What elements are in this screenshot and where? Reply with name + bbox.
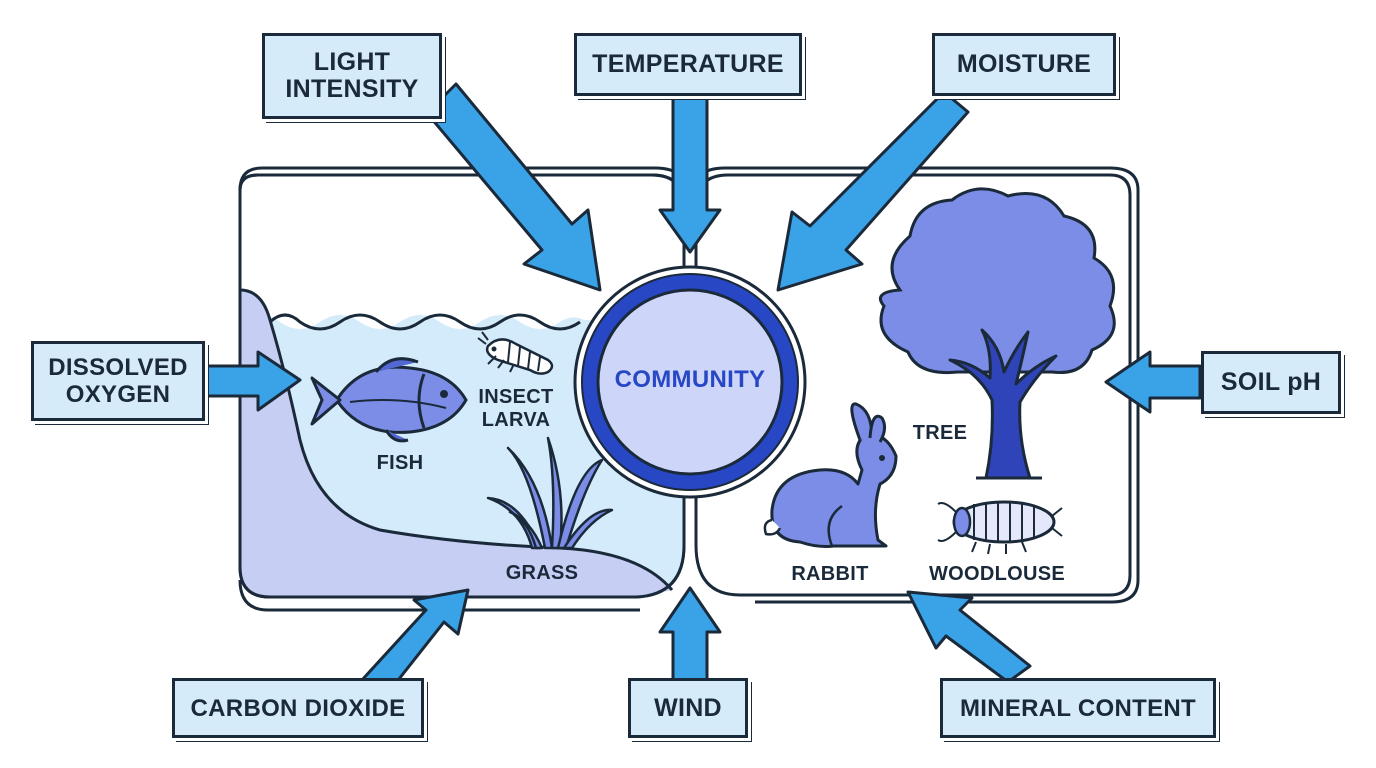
factor-temperature: TEMPERATURE <box>574 33 802 96</box>
arrow-light-intensity <box>424 82 602 292</box>
river-bank <box>240 290 672 597</box>
label-insect-larva: INSECT LARVA <box>478 386 554 431</box>
water-surface <box>268 313 581 331</box>
factor-light-intensity: LIGHT INTENSITY <box>262 33 442 119</box>
tree-illustration <box>879 187 1116 480</box>
factor-mineral-content: MINERAL CONTENT <box>940 678 1216 738</box>
woodlouse-illustration <box>937 500 1063 555</box>
factor-carbon-dioxide: CARBON DIOXIDE <box>172 678 424 738</box>
arrow-mineral-content <box>906 590 1032 684</box>
grass-illustration <box>486 436 614 550</box>
rabbit-illustration <box>763 402 898 548</box>
factor-arrows <box>204 82 1202 700</box>
factor-moisture: MOISTURE <box>932 33 1116 96</box>
label-fish: FISH <box>376 452 424 474</box>
arrow-wind <box>658 586 722 682</box>
arrow-soil-ph <box>1104 350 1202 414</box>
factor-soil-ph: SOIL pH <box>1201 351 1341 414</box>
label-rabbit: RABBIT <box>791 563 869 585</box>
arrow-moisture <box>776 90 970 292</box>
label-grass: GRASS <box>505 562 579 584</box>
label-woodlouse: WOODLOUSE <box>928 563 1066 585</box>
factor-wind: WIND <box>628 678 748 738</box>
insect-larva-illustration <box>477 331 554 375</box>
label-tree: TREE <box>912 422 968 444</box>
arrow-dissolved-oxygen <box>204 350 302 412</box>
arrow-temperature <box>658 96 722 254</box>
community-label: COMMUNITY <box>614 366 766 393</box>
factor-dissolved-oxygen: DISSOLVED OXYGEN <box>31 341 205 421</box>
community-node <box>573 265 807 499</box>
fish-illustration <box>310 357 468 443</box>
